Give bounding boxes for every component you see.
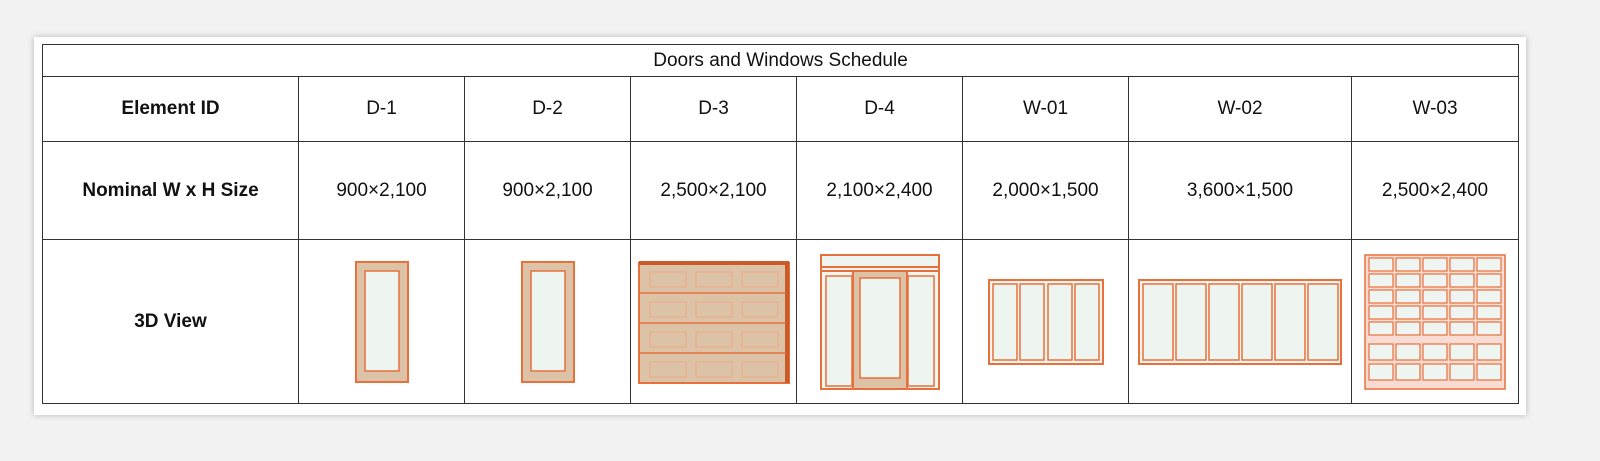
size-cell: 2,500×2,400 [1350, 141, 1520, 240]
element-id-cell: W-03 [1350, 76, 1520, 142]
size-cell: 2,100×2,400 [796, 141, 963, 240]
window-4-pane-icon [987, 278, 1104, 365]
view-cell [796, 239, 963, 404]
element-id-cell: D-4 [796, 76, 963, 142]
size-cell: 2,500×2,100 [630, 141, 797, 240]
door-single-icon [354, 260, 409, 383]
element-id-row: Element ID D-1 D-2 D-3 D-4 W-01 W-02 W-0… [42, 76, 1520, 142]
view-label: 3D View [42, 239, 299, 404]
title-row: Doors and Windows Schedule [41, 44, 1520, 77]
element-id-cell: D-3 [630, 76, 797, 142]
view-cell [962, 239, 1129, 404]
schedule-title: Doors and Windows Schedule [41, 44, 1520, 77]
view-cell [630, 239, 797, 404]
view-row: 3D View [42, 239, 1520, 404]
door-single-icon [520, 260, 575, 383]
window-6-pane-icon [1138, 278, 1342, 365]
element-id-cell: W-01 [962, 76, 1129, 142]
door-with-sidelights-icon [819, 253, 940, 390]
element-id-cell: D-1 [298, 76, 465, 142]
element-id-cell: W-02 [1128, 76, 1352, 142]
size-cell: 900×2,100 [464, 141, 631, 240]
view-cell [464, 239, 631, 404]
size-cell: 900×2,100 [298, 141, 465, 240]
schedule-sheet: Doors and Windows Schedule Element ID D-… [34, 37, 1526, 415]
size-row: Nominal W x H Size 900×2,100 900×2,100 2… [42, 141, 1520, 240]
element-id-cell: D-2 [464, 76, 631, 142]
size-label: Nominal W x H Size [42, 141, 299, 240]
element-id-label: Element ID [42, 76, 299, 142]
schedule-table: Doors and Windows Schedule Element ID D-… [41, 44, 1520, 404]
view-cell [1350, 239, 1520, 404]
view-cell [1128, 239, 1352, 404]
size-cell: 3,600×1,500 [1128, 141, 1352, 240]
garage-door-icon [637, 260, 790, 384]
view-cell [298, 239, 465, 404]
size-cell: 2,000×1,500 [962, 141, 1129, 240]
window-grid-icon [1364, 253, 1506, 390]
